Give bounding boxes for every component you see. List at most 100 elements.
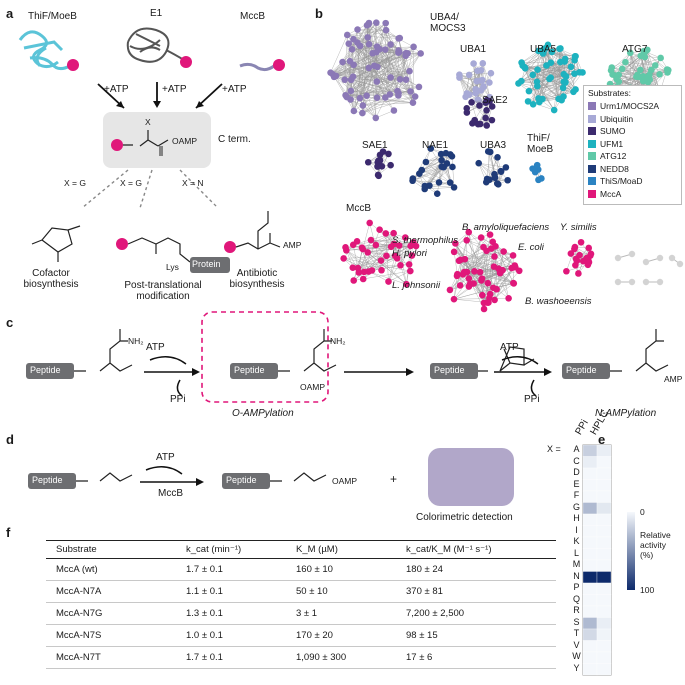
network-node xyxy=(479,60,487,67)
legend-swatch xyxy=(588,152,596,161)
network-node xyxy=(359,109,366,117)
heatmap-cell-ppi xyxy=(582,628,598,641)
network-node xyxy=(642,74,649,81)
network-node xyxy=(637,52,645,60)
network-node xyxy=(397,261,404,269)
legend-item: ATG12 xyxy=(588,150,681,163)
heatmap-cell-hplc xyxy=(596,663,612,676)
network-node xyxy=(471,116,479,124)
network-node xyxy=(571,245,578,253)
network-node xyxy=(360,268,368,276)
legend-label: MccA xyxy=(600,188,622,199)
network-node xyxy=(463,109,471,116)
network-node xyxy=(585,244,593,252)
species-y-similis: Y. similis xyxy=(560,222,597,233)
species-s-thermophilus: S. thermophilus xyxy=(392,235,459,246)
heatmap-cell-ppi xyxy=(582,651,598,664)
heatmap-cell-hplc xyxy=(596,525,612,538)
colorbar-label: Relative activity (%) xyxy=(640,530,671,560)
network-node xyxy=(486,231,494,238)
network-node xyxy=(340,255,347,262)
heatmap-cell-ppi xyxy=(582,502,598,515)
heatmap-cell-ppi xyxy=(582,548,598,561)
network-node xyxy=(342,244,349,251)
network-node xyxy=(382,230,390,237)
legend-item: MccA xyxy=(588,188,681,201)
network-node xyxy=(465,228,473,236)
network-node xyxy=(365,40,373,48)
heatmap-row-label: L xyxy=(573,547,579,558)
legend-item: UFM1 xyxy=(588,138,681,151)
network-node xyxy=(538,175,545,182)
network-node xyxy=(499,266,506,274)
network-node xyxy=(651,62,659,69)
network-node xyxy=(476,268,484,276)
heatmap-cell-ppi xyxy=(582,640,598,653)
network-node xyxy=(476,102,483,109)
network-node xyxy=(354,26,361,33)
condition-3: X = N xyxy=(182,178,204,188)
network-node xyxy=(567,63,575,71)
network-node xyxy=(363,92,370,99)
heatmap-cell-hplc xyxy=(596,490,612,503)
network-node xyxy=(375,157,382,164)
network-node xyxy=(356,94,364,102)
legend-label: ThiS/MoaD xyxy=(600,176,643,187)
network-node xyxy=(559,84,567,92)
network-node xyxy=(529,101,537,108)
heatmap-cell-ppi xyxy=(582,663,598,676)
network-node xyxy=(402,234,409,241)
cluster-label-mccb: MccB xyxy=(346,203,371,214)
kinetics-table: Substrate k_cat (min⁻¹) K_M (µM) k_cat/K… xyxy=(46,540,556,669)
table-cell: MccA-N7T xyxy=(46,646,186,669)
network-node xyxy=(339,58,346,66)
peptide-tag-c3: Peptide xyxy=(434,365,465,375)
network-node xyxy=(359,102,367,109)
network-node xyxy=(446,179,454,186)
network-node xyxy=(446,286,454,294)
network-node xyxy=(395,48,403,56)
network-node xyxy=(372,114,380,122)
network-node xyxy=(475,159,483,167)
network-node xyxy=(479,291,486,299)
cluster-label-uba3: UBA3 xyxy=(480,140,507,151)
network-node xyxy=(354,39,361,47)
network-node xyxy=(618,65,626,73)
network-node xyxy=(488,116,496,124)
atp-label-2: +ATP xyxy=(162,84,187,95)
cluster-label-sae1: SAE1 xyxy=(362,140,388,151)
network-node xyxy=(433,190,441,198)
network-node xyxy=(462,93,469,101)
network-node xyxy=(492,242,499,250)
network-node xyxy=(427,145,435,152)
network-node xyxy=(407,267,414,275)
network-node xyxy=(644,46,651,54)
heatmap-cell-ppi xyxy=(582,559,598,572)
network-node xyxy=(487,69,495,77)
network-node xyxy=(486,79,493,86)
network-node xyxy=(385,150,392,158)
table-cell: 1.7 ± 0.1 xyxy=(186,646,296,669)
network-node xyxy=(533,78,541,86)
network-node xyxy=(478,275,486,282)
network-node xyxy=(363,21,371,29)
network-cluster xyxy=(409,145,458,198)
network-node xyxy=(502,164,510,171)
heatmap-cell-ppi xyxy=(582,525,598,538)
legend-swatch xyxy=(588,127,596,136)
peptide-tag-d1: Peptide xyxy=(32,475,63,485)
network-node xyxy=(472,89,480,97)
network-node xyxy=(438,156,445,164)
heatmap-cell-ppi xyxy=(582,467,598,480)
network-cluster xyxy=(529,161,545,184)
heatmap-cell-hplc xyxy=(596,605,612,618)
heatmap-cell-hplc xyxy=(596,444,612,457)
heatmap-cell-hplc xyxy=(596,559,612,572)
network-node xyxy=(483,122,491,129)
network-node xyxy=(556,45,563,53)
network-node xyxy=(504,176,511,184)
network-node xyxy=(550,106,558,114)
